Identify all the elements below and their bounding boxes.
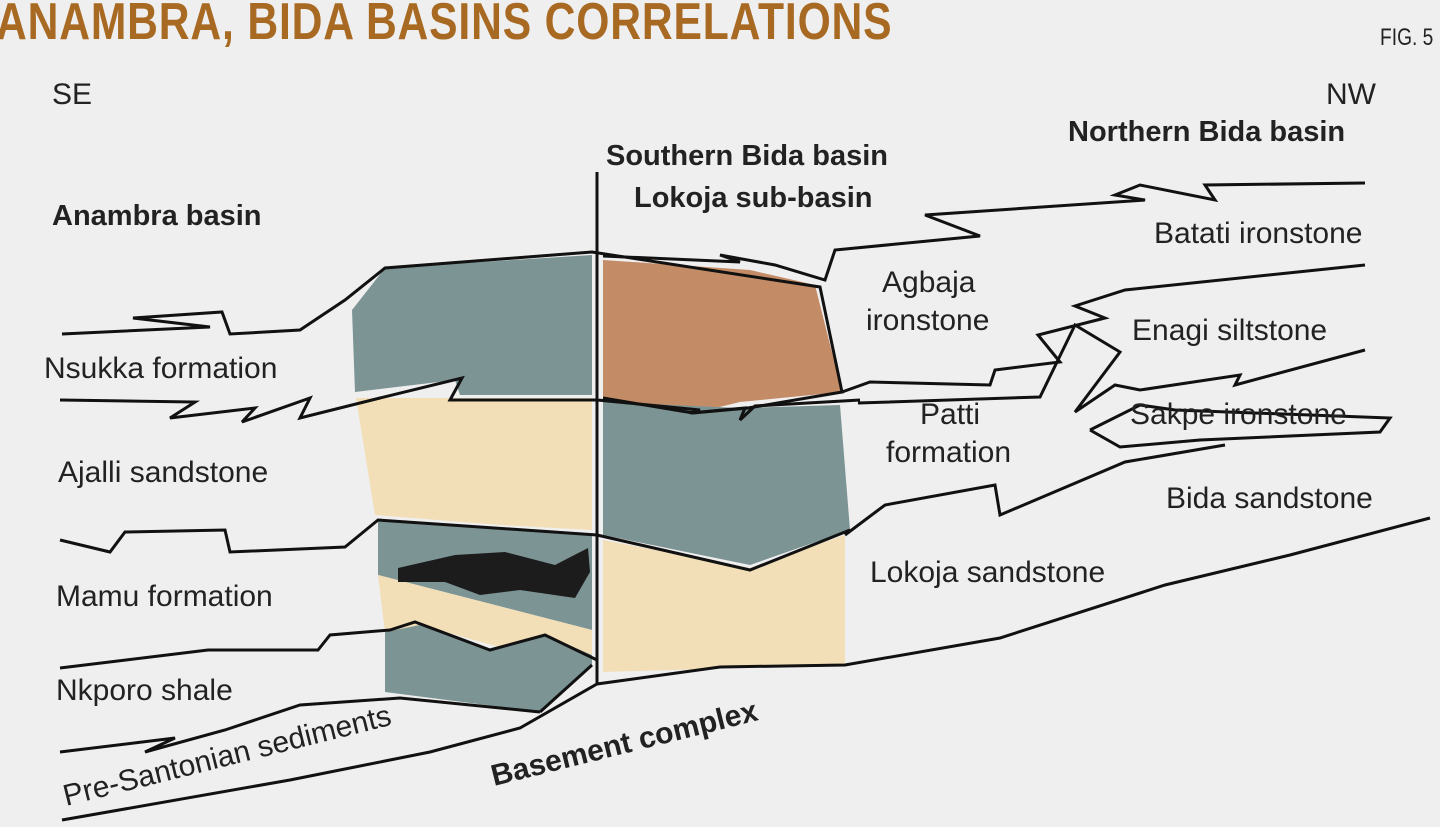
pre-santonian-top-boundary: [538, 663, 594, 714]
patti-formation-fill: [603, 402, 850, 565]
stratigraphic-fills: [352, 255, 850, 712]
anambra-basin-heading: Anambra basin: [52, 200, 262, 232]
figure-title: ANAMBRA, BIDA BASINS CORRELATIONS: [0, 0, 893, 51]
patti-label-line1: Patti: [920, 398, 980, 431]
nkporo-shale-label: Nkporo shale: [56, 674, 233, 707]
ajalli-sandstone-fill: [356, 398, 592, 530]
ajalli-sandstone-label: Ajalli sandstone: [58, 456, 268, 489]
direction-se: SE: [52, 78, 92, 111]
basement-top-boundary: [61, 516, 1431, 822]
enagi-siltstone-label: Enagi siltstone: [1132, 314, 1327, 347]
agbaja-label-line1: Agbaja: [882, 266, 976, 299]
boundary-lines: [59, 172, 1431, 822]
coal-seam-fill: [398, 548, 590, 598]
patti-label-line2: formation: [886, 436, 1011, 469]
lokoja-sandstone-fill: [603, 535, 845, 672]
lokoja-sandstone-label: Lokoja sandstone: [870, 556, 1105, 589]
bida-sandstone-label: Bida sandstone: [1166, 482, 1373, 515]
agbaja-label-line2: ironstone: [866, 304, 989, 337]
sakpe-boundary: [857, 322, 1366, 414]
sakpe-base-boundary: [1089, 403, 1393, 449]
patti-base-boundary: [844, 443, 1226, 537]
enagi-boundary: [841, 263, 1366, 394]
ajalli-base-boundary: [59, 518, 851, 572]
mamu-base-boundary: [59, 620, 598, 670]
pre-santonian-label: Pre-Santonian sediments: [60, 699, 395, 813]
nsukka-base-boundary: [59, 375, 861, 424]
direction-nw: NW: [1326, 78, 1377, 111]
mamu-formation-label: Mamu formation: [56, 580, 273, 613]
batati-agbaja-boundary: [602, 181, 1366, 282]
figure-number: FIG. 5: [1380, 24, 1434, 51]
batati-ironstone-label: Batati ironstone: [1154, 217, 1362, 250]
northern-bida-heading: Northern Bida basin: [1068, 116, 1345, 148]
nsukka-formation-label: Nsukka formation: [44, 352, 277, 385]
nsukka-formation-fill: [352, 255, 592, 395]
sakpe-ironstone-label: Sakpe ironstone: [1130, 398, 1347, 431]
nkporo-shale-fill: [385, 625, 592, 712]
lokoja-subbasin-heading: Lokoja sub-basin: [634, 182, 872, 214]
agbaja-ironstone-fill: [603, 260, 842, 413]
nkporo-base-boundary: [59, 696, 541, 754]
southern-bida-heading: Southern Bida basin: [606, 140, 888, 172]
